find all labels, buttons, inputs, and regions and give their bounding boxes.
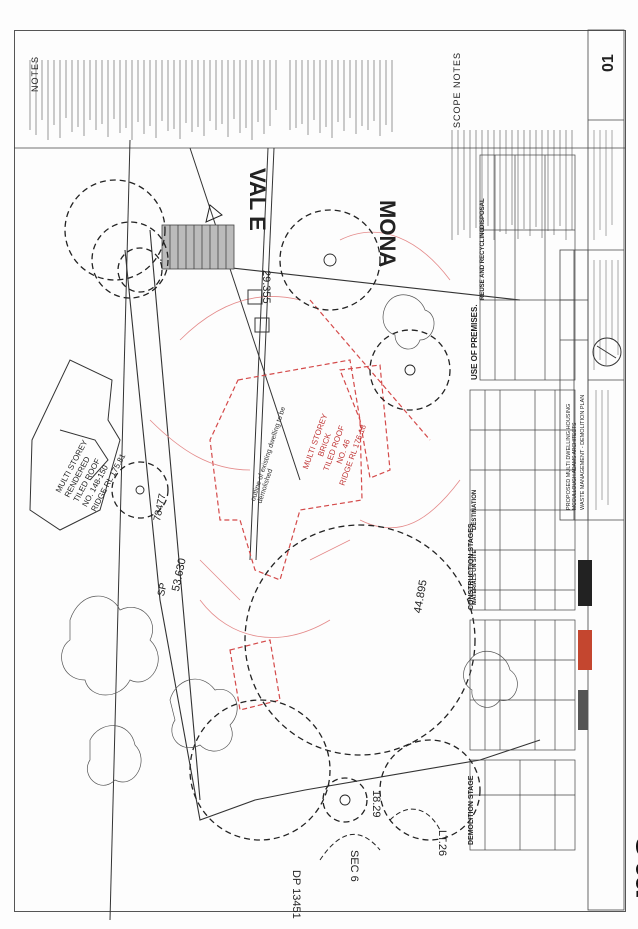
notes-text-lines <box>29 60 393 140</box>
demolition-stage-heading: DEMOLITION STAGE <box>468 775 475 845</box>
lot-arc <box>319 834 381 861</box>
street-name-part1: MONA <box>375 200 400 268</box>
title-block-frame <box>559 29 625 911</box>
lot-number-label: LT.26 <box>436 830 448 857</box>
destination-heading: DESTINATION <box>472 489 478 530</box>
bin-box-1 <box>247 289 263 305</box>
materials-heading: MATERIALS ON SITE <box>472 549 478 605</box>
vegetation-outlines <box>61 294 518 786</box>
bin-box-2 <box>254 317 270 333</box>
tree-canopies <box>64 179 481 841</box>
sec-label: SEC 6 <box>348 850 360 882</box>
architect-name: MCCULLOUGH ADAMS ARCHITECTS <box>572 422 578 510</box>
dimension-south: 18.29 <box>370 790 382 818</box>
street-name-part2: VAL E <box>245 168 270 231</box>
scope-notes-lines <box>451 130 573 240</box>
disposal-heading: DISPOSAL <box>480 198 486 229</box>
waste-tables <box>469 154 576 851</box>
use-of-premises-heading: USE OF PREMISES. <box>470 304 479 380</box>
sheet-number: 01 <box>600 54 617 72</box>
title-block-text-lines <box>593 130 619 510</box>
reuse-recycling-heading: REUSE AND RECYCLING <box>480 227 486 300</box>
lot-dp-label: DP 13451 <box>290 870 302 919</box>
drawing-title: WASTE MANAGEMENT - DEMOLITION PLAN <box>580 394 586 510</box>
sponsor-logos <box>578 560 592 730</box>
tree-trunks <box>135 253 416 806</box>
north-arrow <box>592 337 622 367</box>
firm-logo: ma <box>619 833 638 900</box>
sheet-border <box>14 30 626 912</box>
notes-heading: NOTES <box>30 55 40 92</box>
sec-arc <box>389 808 441 831</box>
existing-features-red <box>149 231 461 638</box>
neighbour-building <box>29 359 121 531</box>
existing-dwelling-outline <box>209 299 431 711</box>
dimension-north: 29.355 <box>260 270 272 304</box>
carport-hatch <box>161 224 235 270</box>
warning-icon <box>205 204 223 223</box>
scope-notes-heading: SCOPE NOTES <box>452 51 462 128</box>
